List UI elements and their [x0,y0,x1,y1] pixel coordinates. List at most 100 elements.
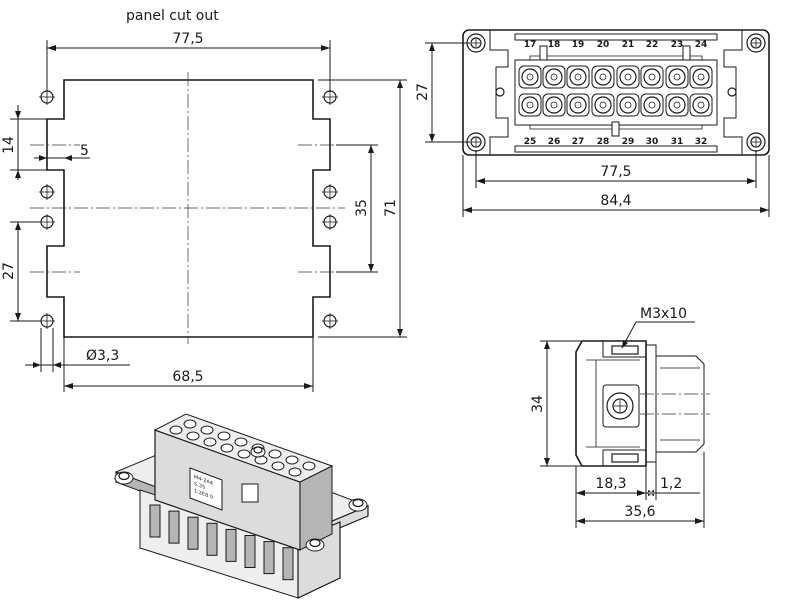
pin-number: 20 [597,40,610,50]
dim-left-spacing-label: 27 [1,262,17,280]
dimension-left-spacing: 27 [1,221,40,322]
iso-rib [225,528,237,562]
iso-contact [186,431,200,441]
contact [643,68,661,86]
contact [545,68,563,86]
dimension-inner-spacing: 35 [336,144,378,273]
side-dim-depth-label: 18,3 [595,476,626,492]
contact [692,96,710,114]
front-dim-outer-width-label: 84,4 [600,193,631,209]
iso-contact [200,425,214,435]
front-corner-screws [466,33,766,152]
front-dimension-height: 27 [415,42,470,143]
contact [545,96,563,114]
iso-insert-top [153,413,334,483]
pin-number: 27 [572,137,585,147]
dim-inner-spacing-label: 35 [354,199,370,217]
pin-number: 23 [671,40,684,50]
iso-contact [203,437,217,447]
iso-rib [206,522,218,556]
front-bottom-rail [514,145,718,153]
iso-contact-holes [169,419,316,477]
panel-cutout-title: panel cut out [126,8,219,24]
m3-screw-bottom [611,453,639,463]
pin-number: 22 [646,40,659,50]
pin-numbers-bottom: 25 26 27 28 29 30 31 32 [524,137,708,147]
contact [692,68,710,86]
panel-cutout-outline [46,79,331,338]
front-insert-block [514,59,718,126]
side-contact-section [655,355,705,453]
contact [594,96,612,114]
front-dim-height-label: 27 [415,83,431,101]
iso-corner-screws [114,446,368,552]
front-view: 17 18 19 20 21 22 23 24 25 26 27 28 29 3… [415,29,770,217]
pin-number: 21 [622,40,635,50]
side-screw-left [495,87,505,97]
contact [643,96,661,114]
iso-rib [187,516,199,550]
iso-contact [268,449,282,459]
m3-screw-top [611,345,639,355]
iso-rib [263,541,275,575]
pin-number: 26 [548,137,561,147]
iso-label-plate [189,467,223,511]
dimension-notch-depth: 5 [34,143,90,161]
side-latch-block [602,384,640,428]
iso-warning-label [241,483,259,503]
pin-number: 31 [671,137,684,147]
dim-total-height-label: 71 [383,199,399,217]
iso-contact [169,425,183,435]
side-dim-height-label: 34 [530,395,546,413]
contact [521,68,539,86]
dimension-notch-height: 14 [1,105,47,180]
isometric-view: M4-2A4 5.35 1.2E8 0 [114,413,370,599]
pin-number: 18 [548,40,561,50]
iso-contact [288,467,302,477]
contact [619,68,637,86]
pin-number: 28 [597,137,610,147]
iso-contact [271,461,285,471]
iso-rib [149,504,161,538]
contact [569,68,587,86]
panel-cutout-view: panel cut out [1,8,407,392]
side-mounting-plate [645,344,657,463]
iso-contact [285,455,299,465]
pin-number: 24 [695,40,708,50]
iso-contact [237,449,251,459]
iso-contact [234,437,248,447]
dim-hole-diameter-label: Ø3,3 [86,348,119,364]
contact [569,96,587,114]
side-dim-total-depth-label: 35,6 [624,504,655,520]
dimension-bottom-width: 68,5 [63,337,314,392]
front-top-rail [514,33,718,41]
screw-callout-label: M3x10 [640,306,687,322]
pin-number: 25 [524,137,537,147]
iso-contact [217,431,231,441]
side-dim-gap-label: 1,2 [660,476,682,492]
dim-notch-depth-label: 5 [80,143,89,159]
iso-contact [183,419,197,429]
contact [668,96,686,114]
contact-grid [518,65,713,117]
mounting-holes [39,89,338,329]
pin-number: 30 [646,137,659,147]
side-dimension-gap: 1,2 [630,462,700,500]
iso-contact [302,461,316,471]
iso-rib [244,535,256,568]
side-dimension-total-depth: 35,6 [576,452,705,528]
iso-contact [220,443,234,453]
contact [619,96,637,114]
side-dimension-height: 34 [530,340,600,467]
front-dimension-inner-width: 77,5 [475,150,757,188]
pin-number: 19 [572,40,585,50]
pin-number: 29 [622,137,635,147]
dimension-total-height: 71 [318,79,407,338]
contact [668,68,686,86]
iso-ribs [149,504,294,581]
front-dim-inner-width-label: 77,5 [600,164,631,180]
iso-rib [282,547,294,581]
dimension-hole-diameter: Ø3,3 [25,328,130,372]
iso-rib [168,510,180,544]
